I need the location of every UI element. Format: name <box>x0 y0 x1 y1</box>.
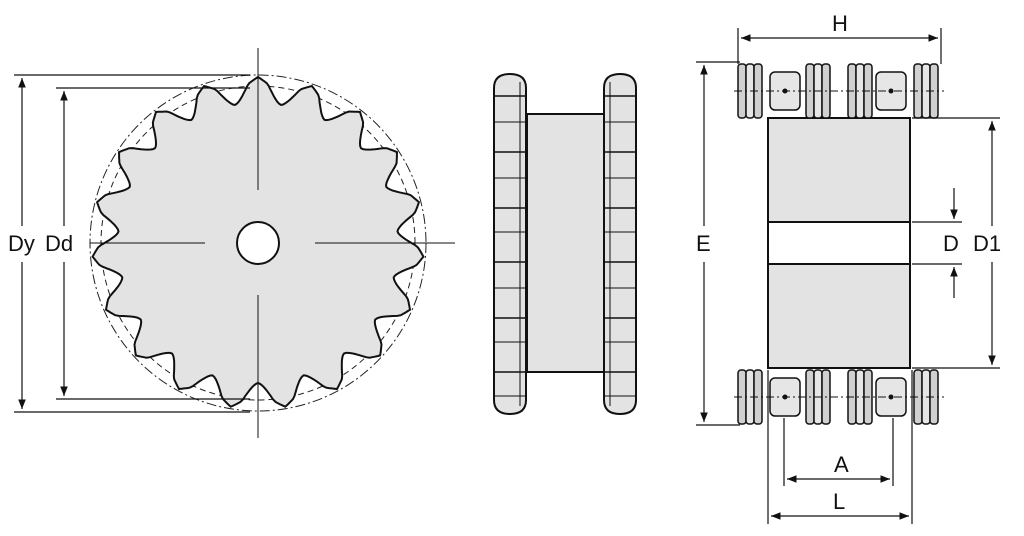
h-label: H <box>832 11 848 36</box>
l-label: L <box>833 489 845 514</box>
bore-section <box>767 221 911 265</box>
d-label: D <box>943 231 959 256</box>
section-view: H E D D1 A L <box>696 11 1001 524</box>
hub-upper <box>767 117 911 223</box>
front-view: Dy Dd <box>8 48 455 438</box>
left-tooth-plate <box>493 72 527 416</box>
dd-label: Dd <box>45 231 73 256</box>
chain-top <box>734 63 944 119</box>
tooth-segments <box>494 82 636 406</box>
hub-body <box>526 113 606 373</box>
bore-hole <box>236 221 280 265</box>
side-view <box>493 72 637 416</box>
right-tooth-plate <box>603 72 637 416</box>
chain-bottom <box>734 369 944 425</box>
dy-label: Dy <box>8 231 35 256</box>
hub-lower <box>767 263 911 369</box>
a-label: A <box>834 452 849 477</box>
e-label: E <box>696 231 711 256</box>
d1-label: D1 <box>973 231 1001 256</box>
